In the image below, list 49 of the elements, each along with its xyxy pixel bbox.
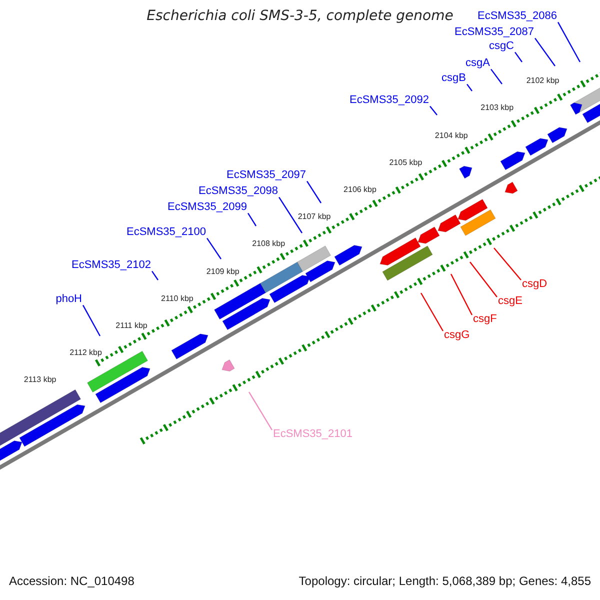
scale-label: 2105 kbp xyxy=(389,158,422,168)
scale-label: 2111 kbp xyxy=(116,321,148,331)
leader-line xyxy=(557,22,581,62)
leader-line xyxy=(306,180,322,204)
leader-line xyxy=(206,238,222,260)
gene-label: EcSMS35_2098 xyxy=(198,185,278,198)
gene-label: csgA xyxy=(466,57,490,70)
leader-line xyxy=(490,68,502,84)
scale-label: 2109 kbp xyxy=(206,266,240,276)
gene-label: EcSMS35_2097 xyxy=(226,169,306,182)
scale-label: 2112 kbp xyxy=(70,348,102,358)
gene-label: csgC xyxy=(488,40,514,54)
scale-label: 2102 kbp xyxy=(526,76,560,86)
scale-label: 2108 kbp xyxy=(252,239,286,249)
scale-label: 2104 kbp xyxy=(434,130,468,140)
leader-line xyxy=(514,52,522,62)
gene-label: phoH xyxy=(56,293,82,306)
gene-label: csgB xyxy=(442,72,466,86)
leader-line xyxy=(420,292,444,332)
gene-label: EcSMS35_2102 xyxy=(72,259,151,272)
scale-label: 2113 kbp xyxy=(24,375,56,385)
gene-label: csgG xyxy=(444,329,470,342)
scale-label: 2103 kbp xyxy=(480,103,514,113)
scale-label: 2110 kbp xyxy=(161,294,194,304)
gene-label: csgD xyxy=(522,278,548,292)
map-title: Escherichia coli SMS-3-5, complete genome xyxy=(146,8,454,25)
leader-line xyxy=(278,196,302,234)
leader-line xyxy=(494,248,522,280)
gene-label: EcSMS35_2087 xyxy=(454,26,534,40)
gene-label: EcSMS35_2092 xyxy=(350,94,429,108)
leader-line xyxy=(430,106,438,116)
leader-line xyxy=(466,84,472,92)
leader-line xyxy=(534,38,556,66)
gene-label: EcSMS35_2086 xyxy=(478,10,557,24)
gene-label: EcSMS35_2101 xyxy=(273,428,352,442)
gene-label: csgF xyxy=(473,313,497,326)
scale-label: 2107 kbp xyxy=(298,212,331,222)
footer-text: Topology: circular; Length: 5,068,389 bp; Genes: 4,855 xyxy=(298,574,591,588)
footer-text: Accession: NC_010498 xyxy=(9,574,134,588)
leader-line xyxy=(82,304,101,336)
gene-label: EcSMS35_2100 xyxy=(126,226,206,240)
leader-line xyxy=(248,392,273,430)
leader-line xyxy=(152,270,158,280)
leader-line xyxy=(450,274,473,316)
gene-label: csgE xyxy=(498,295,522,308)
scale-label: 2106 kbp xyxy=(344,185,376,195)
leader-line xyxy=(470,262,498,298)
gene-label: EcSMS35_2099 xyxy=(168,201,247,214)
leader-line xyxy=(248,212,256,226)
